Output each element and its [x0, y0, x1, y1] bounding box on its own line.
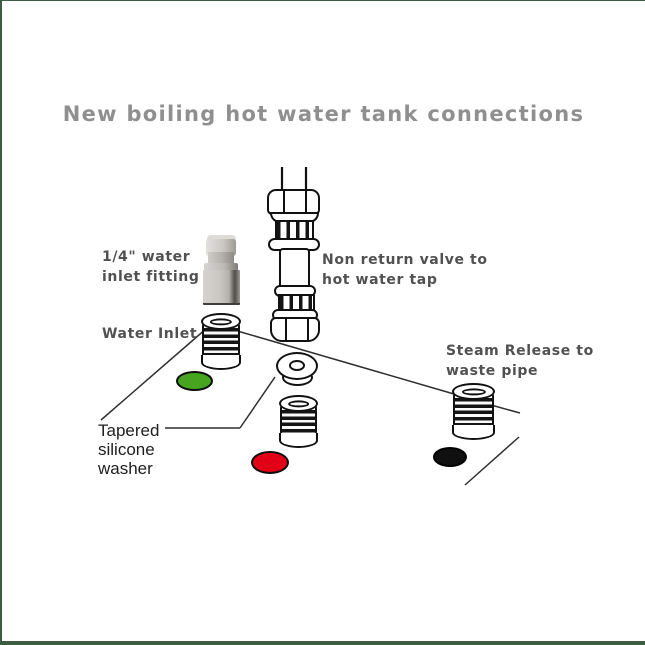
stub-base	[201, 355, 241, 370]
washer-leader-line-diagonal	[239, 376, 276, 429]
stub-rim-hole	[209, 317, 233, 326]
label-line: 1/4" water	[102, 249, 191, 265]
inlet-fitting-photo	[203, 233, 243, 305]
tank-edge-back-line	[233, 329, 455, 395]
fitting-shoulder	[204, 263, 238, 272]
stub-rim	[201, 313, 241, 330]
tank-edge-right-line	[464, 436, 520, 486]
washer-hole	[289, 360, 305, 371]
label-steam-release: Steam Release to waste pipe	[446, 341, 594, 381]
label-line: hot water tap	[322, 272, 438, 288]
page-title: New boiling hot water tank connections	[62, 102, 585, 126]
valve-top-nut	[267, 189, 320, 215]
valve-body	[279, 248, 310, 289]
label-line: washer	[98, 459, 153, 478]
label-water-inlet: Water Inlet	[102, 326, 198, 342]
label-line: Non return valve to	[322, 252, 488, 268]
label-inlet-fitting: 1/4" water inlet fitting	[102, 247, 200, 287]
red-dot	[251, 451, 289, 474]
steam-release-stub	[452, 383, 495, 440]
label-line: waste pipe	[446, 363, 539, 379]
water-inlet-stub	[201, 313, 241, 370]
stub-base	[279, 433, 318, 448]
stub-rim-hole	[461, 387, 486, 396]
label-line: Steam Release to	[446, 343, 594, 359]
black-dot	[433, 447, 467, 467]
label-tapered-washer: Tapered silicone washer	[98, 421, 159, 478]
tank-edge-back-line2	[490, 404, 521, 414]
fitting-collet	[206, 239, 236, 256]
hot-water-outlet-stub	[279, 395, 318, 448]
stub-base	[452, 425, 495, 440]
label-line: silicone	[98, 440, 155, 459]
fitting-hex-body	[203, 270, 240, 305]
label-line: Tapered	[98, 421, 160, 440]
washer-drawing	[276, 352, 318, 388]
stub-rim	[452, 383, 495, 400]
valve-bottom-nut	[270, 317, 320, 342]
label-line: inlet fitting	[102, 269, 200, 285]
stub-rim	[279, 395, 318, 412]
label-non-return-valve: Non return valve to hot water tap	[322, 250, 488, 290]
green-dot	[176, 371, 213, 391]
fitting-neck	[208, 252, 234, 265]
stub-rim-hole	[287, 399, 310, 408]
